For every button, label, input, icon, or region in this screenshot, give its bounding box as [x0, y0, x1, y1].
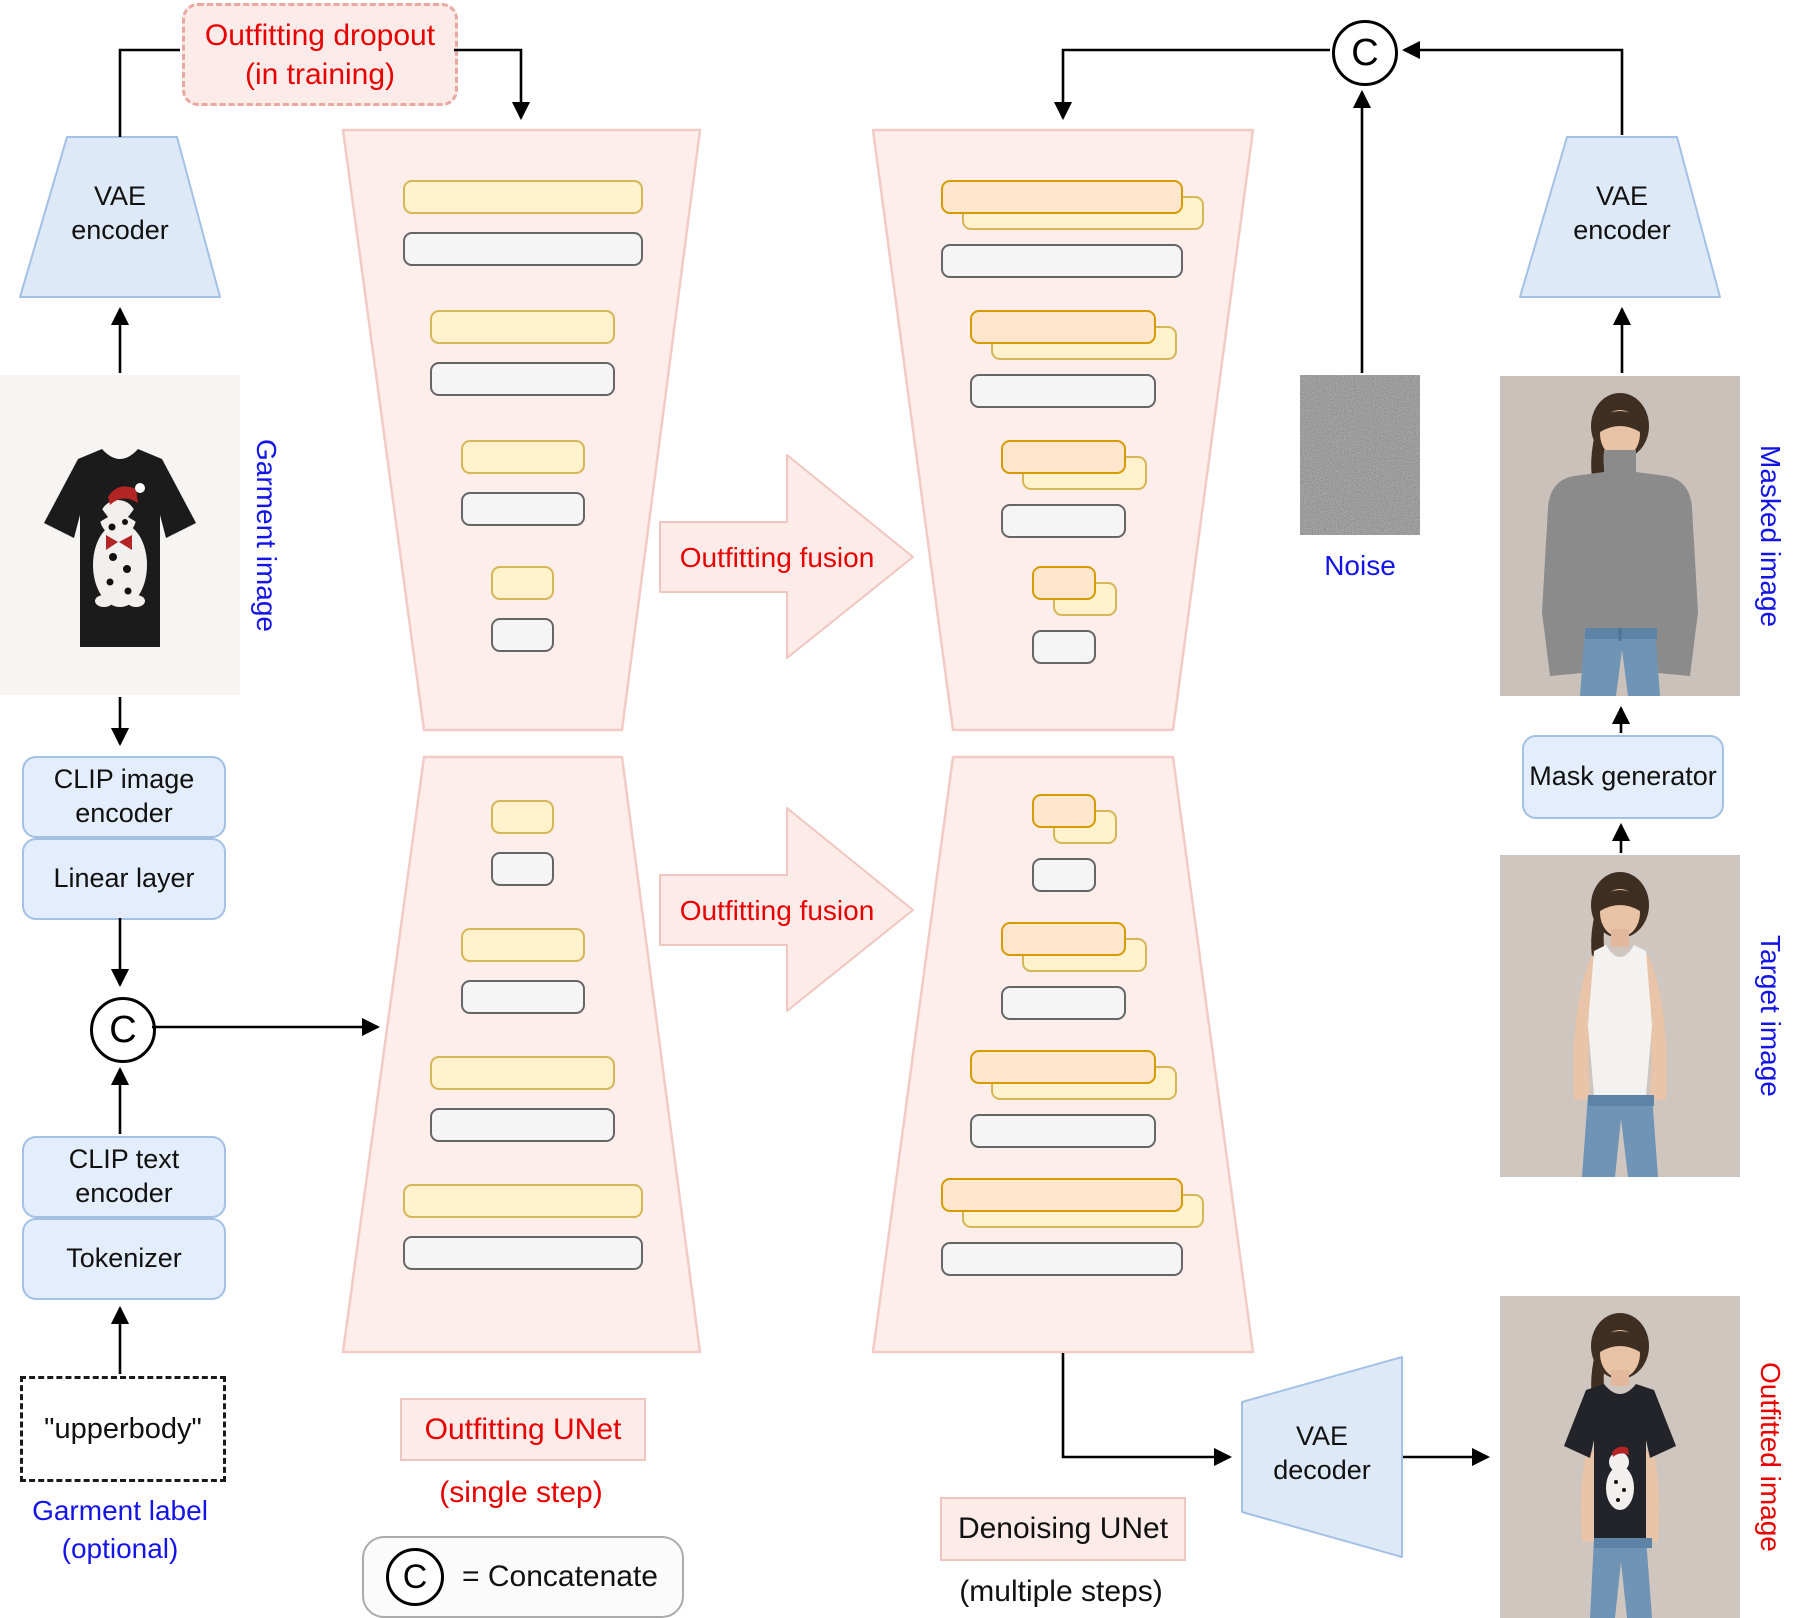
unet-feature-block-gray	[491, 618, 554, 652]
vae-decoder-label: VAE decoder	[1273, 1421, 1371, 1485]
masked-image-label: Masked image	[1755, 444, 1786, 628]
unet-feature-block-gray	[403, 1236, 643, 1270]
concatenate-legend: C = Concatenate	[362, 1536, 684, 1618]
concatenate-node-left: C	[90, 997, 156, 1063]
vae-encoder-left-label: VAE encoder	[71, 181, 169, 245]
garment-image-label: Garment image	[251, 438, 282, 632]
garment-image	[0, 375, 240, 700]
outfitted-image-label: Outfitted image	[1755, 1362, 1786, 1552]
outfitting-dropout-line1: Outfitting dropout	[204, 18, 436, 52]
unet-feature-block-orange	[1032, 794, 1096, 828]
unet-feature-block-yellow	[430, 310, 615, 344]
unet-feature-block-gray	[403, 232, 643, 266]
clip-image-encoder-box: CLIP image encoder	[22, 756, 226, 838]
noise-label: Noise	[1324, 550, 1396, 581]
outfitting-dropout-line2: (in training)	[244, 57, 396, 91]
unet-feature-block-yellow	[461, 928, 585, 962]
unet-feature-block-yellow	[491, 566, 554, 600]
outfitting-dropout-box: Outfitting dropout (in training)	[182, 3, 458, 106]
outfitting-fusion-label-bottom: Outfitting fusion	[679, 895, 875, 926]
unet-feature-block-orange	[1001, 440, 1126, 474]
tokenizer-box: Tokenizer	[22, 1218, 226, 1300]
unet-feature-block-gray	[430, 1108, 615, 1142]
denoising-unet-label: Denoising UNet	[940, 1497, 1186, 1561]
unet-feature-block-orange	[1001, 922, 1126, 956]
wire-vae-encoder-to-concat	[1401, 40, 1624, 135]
unet-feature-block-yellow	[403, 180, 643, 214]
unet-feature-block-orange	[1032, 566, 1096, 600]
garment-label-caption-line2: (optional)	[61, 1532, 179, 1564]
masked-image	[1500, 376, 1740, 701]
outfitting-unet-sublabel: (single step)	[439, 1476, 603, 1509]
vae-encoder-right-label: VAE encoder	[1573, 181, 1671, 245]
mask-region	[1542, 450, 1698, 676]
unet-feature-block-gray	[1032, 858, 1096, 892]
unet-feature-block-gray	[1001, 986, 1126, 1020]
unet-feature-block-orange	[941, 180, 1183, 214]
unet-feature-block-gray	[970, 1114, 1156, 1148]
linear-layer-box: Linear layer	[22, 838, 226, 920]
wire-dropout-to-outfitting-unet	[454, 48, 531, 121]
unet-feature-block-gray	[430, 362, 615, 396]
unet-feature-block-orange	[941, 1178, 1183, 1212]
outfitted-image	[1500, 1296, 1740, 1618]
clip-text-encoder-box: CLIP text encoder	[22, 1136, 226, 1218]
outfitting-fusion-label-top: Outfitting fusion	[679, 542, 875, 573]
concatenate-legend-symbol: C	[386, 1548, 444, 1606]
concatenate-node-right: C	[1332, 20, 1398, 86]
wire-vae-to-dropout	[118, 48, 180, 137]
concatenate-legend-text: = Concatenate	[462, 1560, 658, 1593]
garment-label-input-box: "upperbody"	[20, 1376, 226, 1482]
unet-feature-block-gray	[491, 852, 554, 886]
unet-feature-block-yellow	[430, 1056, 615, 1090]
mask-generator-box: Mask generator	[1522, 735, 1724, 819]
unet-feature-block-gray	[461, 492, 585, 526]
unet-feature-block-gray	[1032, 630, 1096, 664]
target-image	[1500, 855, 1740, 1182]
unet-feature-block-yellow	[461, 440, 585, 474]
unet-feature-block-gray	[970, 374, 1156, 408]
unet-feature-block-gray	[941, 244, 1183, 278]
denoising-unet-sublabel: (multiple steps)	[959, 1575, 1163, 1608]
wire-concat-to-denoising-unet	[1053, 48, 1330, 121]
wire-denoising-to-vae-decoder	[1061, 1353, 1233, 1467]
target-image-label: Target image	[1755, 935, 1786, 1097]
unet-feature-block-gray	[461, 980, 585, 1014]
unet-feature-block-gray	[1001, 504, 1126, 538]
outfitting-unet-label: Outfitting UNet	[400, 1398, 646, 1461]
unet-feature-block-yellow	[491, 800, 554, 834]
garment-label-caption-line1: Garment label	[32, 1495, 208, 1526]
noise-image	[1300, 375, 1420, 540]
unet-feature-block-yellow	[403, 1184, 643, 1218]
unet-feature-block-gray	[941, 1242, 1183, 1276]
unet-feature-block-orange	[970, 310, 1156, 344]
unet-feature-block-orange	[970, 1050, 1156, 1084]
